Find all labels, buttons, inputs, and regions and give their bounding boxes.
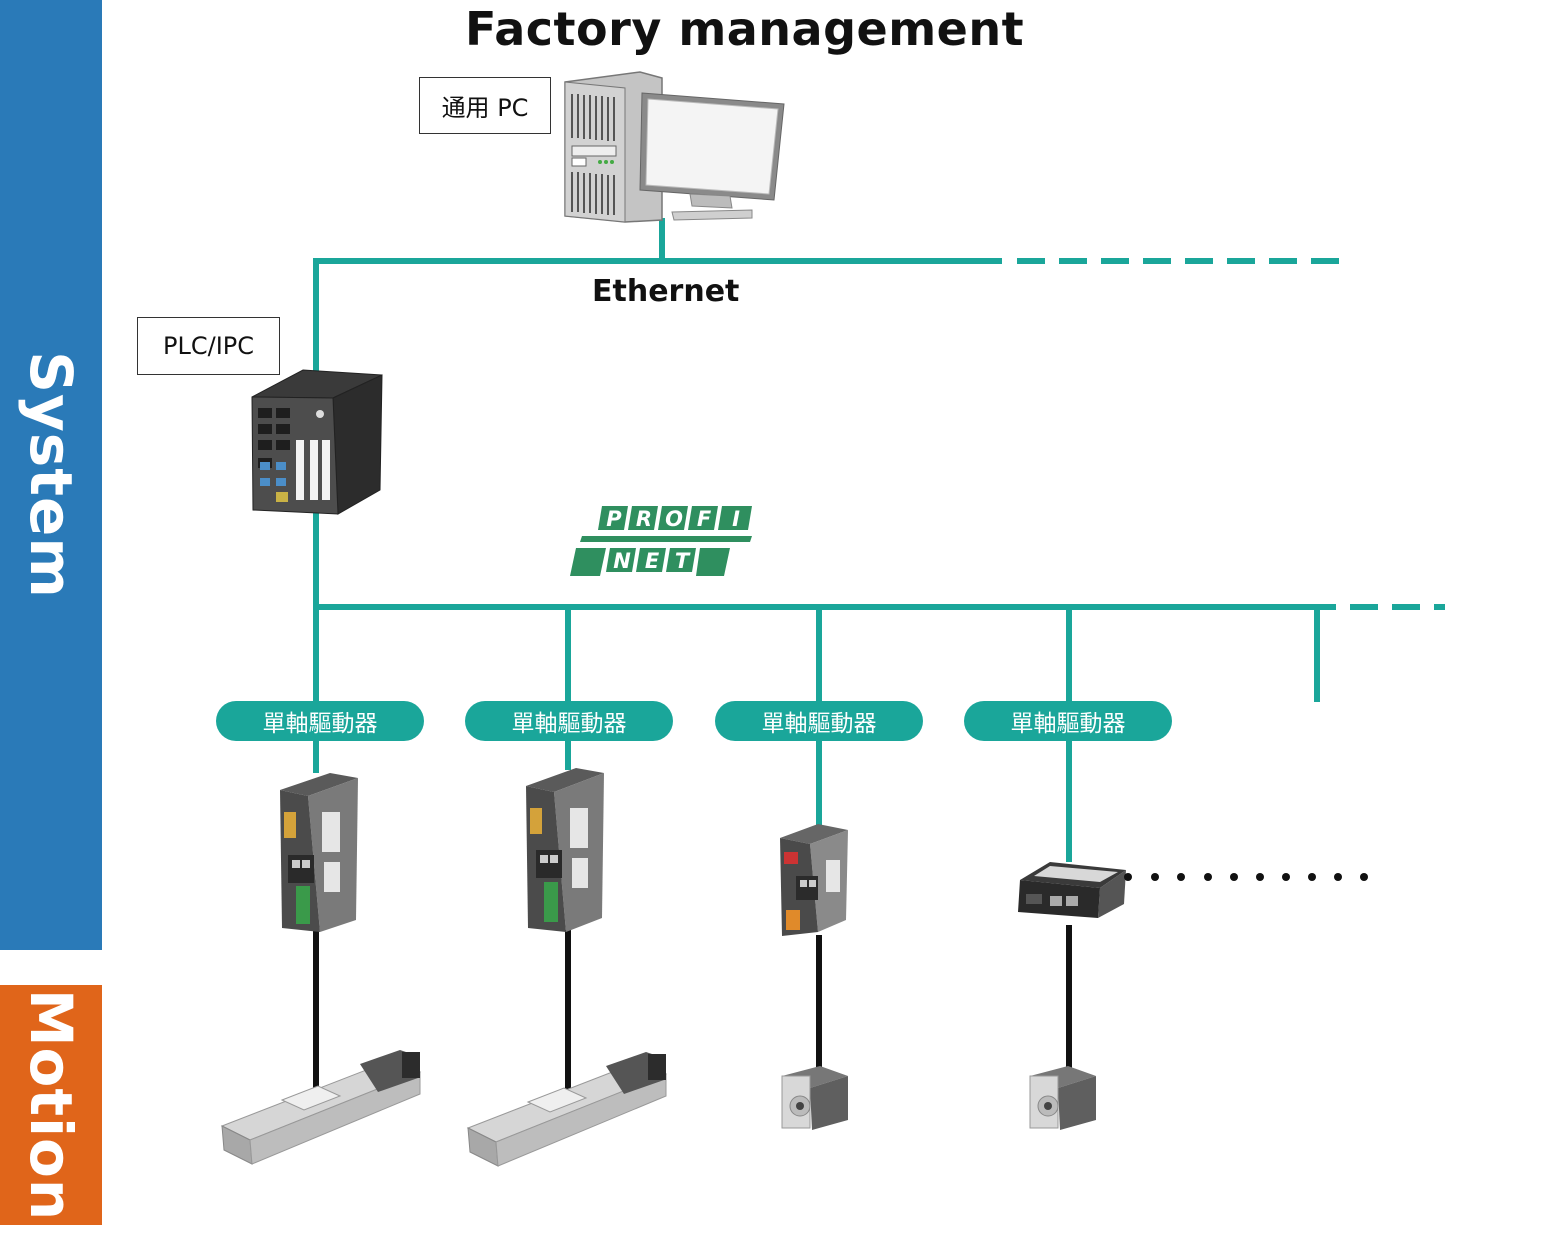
profinet-network	[313, 512, 1445, 862]
driver-device-4	[1018, 862, 1126, 918]
stepper-motor-1	[781, 1066, 848, 1130]
linear-actuator-1	[220, 1050, 422, 1165]
profinet-letter: I	[732, 507, 740, 531]
profinet-letter: P	[606, 507, 622, 531]
plc-ipc-icon	[251, 369, 383, 515]
ethernet-network	[313, 218, 1345, 378]
driver-device-2	[526, 768, 604, 932]
stepper-motor-2	[1029, 1066, 1096, 1130]
daisy-chain-dots	[1124, 873, 1368, 881]
driver-label-1: 單軸驅動器	[216, 701, 424, 741]
diagram-title: Factory management	[465, 2, 1025, 56]
profinet-logo: P R O F I N E T	[570, 506, 752, 576]
driver-device-3	[780, 824, 848, 936]
profinet-letter: F	[697, 507, 712, 531]
driver-label-4: 單軸驅動器	[964, 701, 1172, 741]
linear-actuator-2	[466, 1052, 668, 1167]
motion-band: Motion	[0, 985, 102, 1225]
motor-cables	[313, 925, 1072, 1090]
profinet-letter: N	[613, 549, 631, 573]
driver-label-3: 單軸驅動器	[715, 701, 923, 741]
ethernet-label: Ethernet	[592, 274, 740, 309]
driver-label-2: 單軸驅動器	[465, 701, 673, 741]
system-band: System	[0, 0, 102, 950]
profinet-letter: O	[665, 507, 683, 531]
pc-label: 通用 PC	[419, 77, 551, 134]
plc-ipc-label: PLC/IPC	[137, 317, 280, 375]
driver-device-1	[280, 773, 358, 932]
profinet-letter: T	[675, 549, 691, 573]
pc-icon	[564, 71, 785, 223]
profinet-letter: R	[636, 507, 652, 531]
profinet-letter: E	[645, 549, 660, 573]
